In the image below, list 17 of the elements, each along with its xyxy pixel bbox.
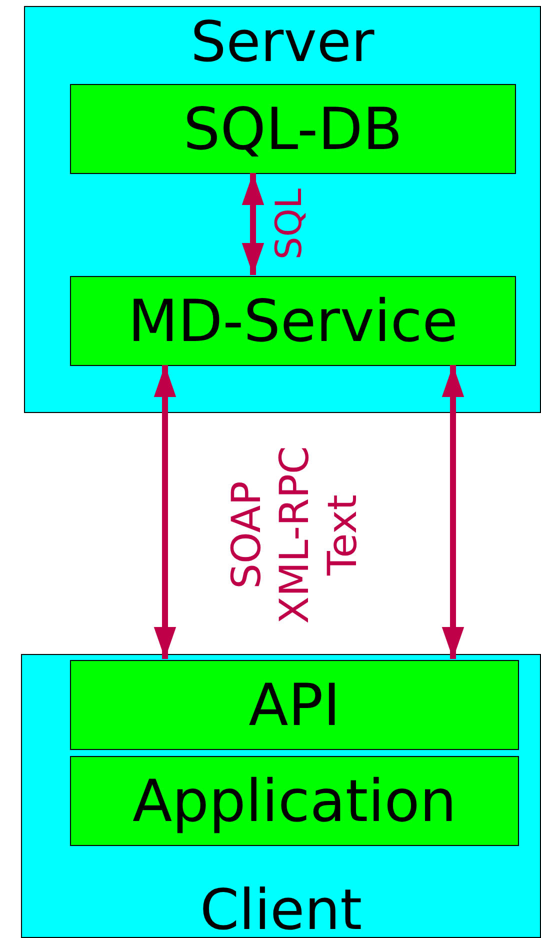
component-label: API [248,672,340,738]
component-label: MD-Service [128,288,458,354]
component-box [70,84,516,174]
double-arrow [442,365,464,659]
component-box [70,660,519,750]
group-title: Server [190,11,376,75]
component-box [70,276,516,366]
component-box [70,756,519,846]
double-arrow [242,173,264,275]
group-box [24,6,541,413]
component-label: SQL-DB [183,96,403,162]
edge-label: SQL [270,187,310,262]
component-label: Application [132,768,457,834]
double-arrow [154,365,176,659]
group-title: Client [198,879,364,938]
group-box [21,654,541,938]
protocol-label: SOAP XML-RPC Text [223,445,367,626]
